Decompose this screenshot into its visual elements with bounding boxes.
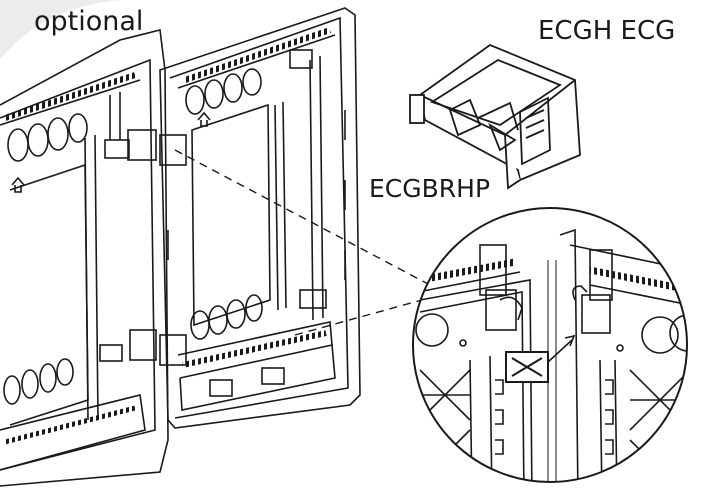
left-enclosure: [0, 29, 169, 487]
ecgbrhp-label: ECGBRHP: [369, 174, 491, 203]
corner-accent: [0, 0, 120, 60]
optional-label: optional: [34, 6, 144, 37]
ecgh-label: ECGH ECG: [538, 16, 676, 46]
ecgh-clip: [409, 43, 581, 190]
detail-zoom-circle: [412, 207, 688, 483]
leader-lines: [174, 149, 441, 336]
right-enclosure: [159, 7, 361, 429]
